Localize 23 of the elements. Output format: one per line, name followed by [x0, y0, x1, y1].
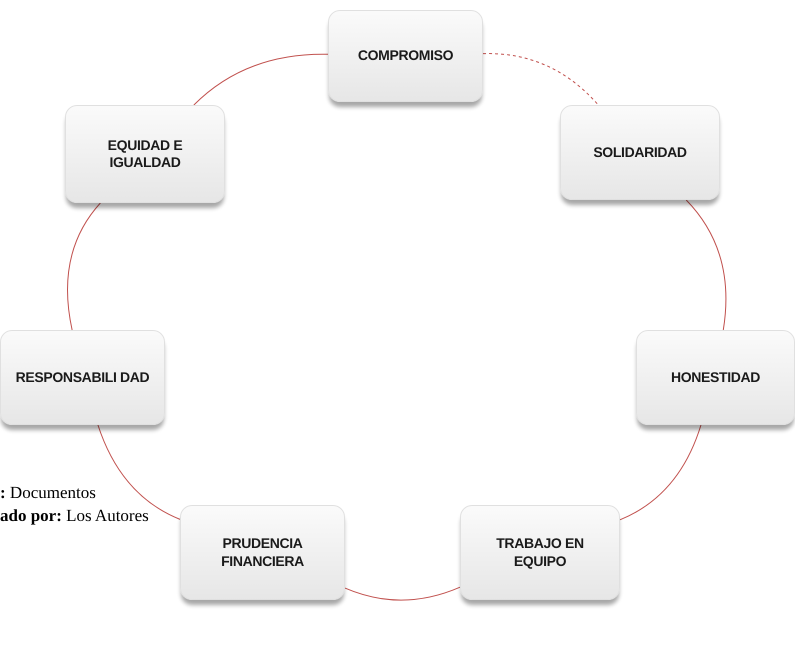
value-box — [65, 105, 225, 203]
value-box — [636, 330, 795, 425]
value-box — [0, 330, 165, 425]
value-label: RESPONSABILI DAD — [16, 368, 150, 386]
connector-line — [193, 54, 328, 106]
value-box — [180, 505, 345, 600]
connector-line — [97, 424, 180, 520]
value-box — [328, 10, 483, 102]
value-label: SOLIDARIDAD — [593, 144, 687, 162]
connector-line — [67, 202, 101, 330]
value-label: TRABAJO EN EQUIPO — [495, 535, 585, 570]
value-label: EQUIDAD E IGUALDAD — [106, 136, 184, 172]
connector-line — [344, 586, 460, 601]
value-label: HONESTIDAD — [670, 368, 760, 386]
connector-line — [686, 200, 726, 330]
value-box — [560, 105, 720, 200]
value-box — [460, 505, 620, 600]
connector-line — [482, 53, 599, 106]
connector-line — [620, 424, 702, 520]
value-label: COMPROMISO — [358, 47, 454, 65]
value-label: PRUDENCIA FINANCIERA — [220, 535, 305, 570]
source-note: : Documentos — [0, 482, 96, 504]
source-note: ado por: Los Autores — [0, 505, 149, 526]
